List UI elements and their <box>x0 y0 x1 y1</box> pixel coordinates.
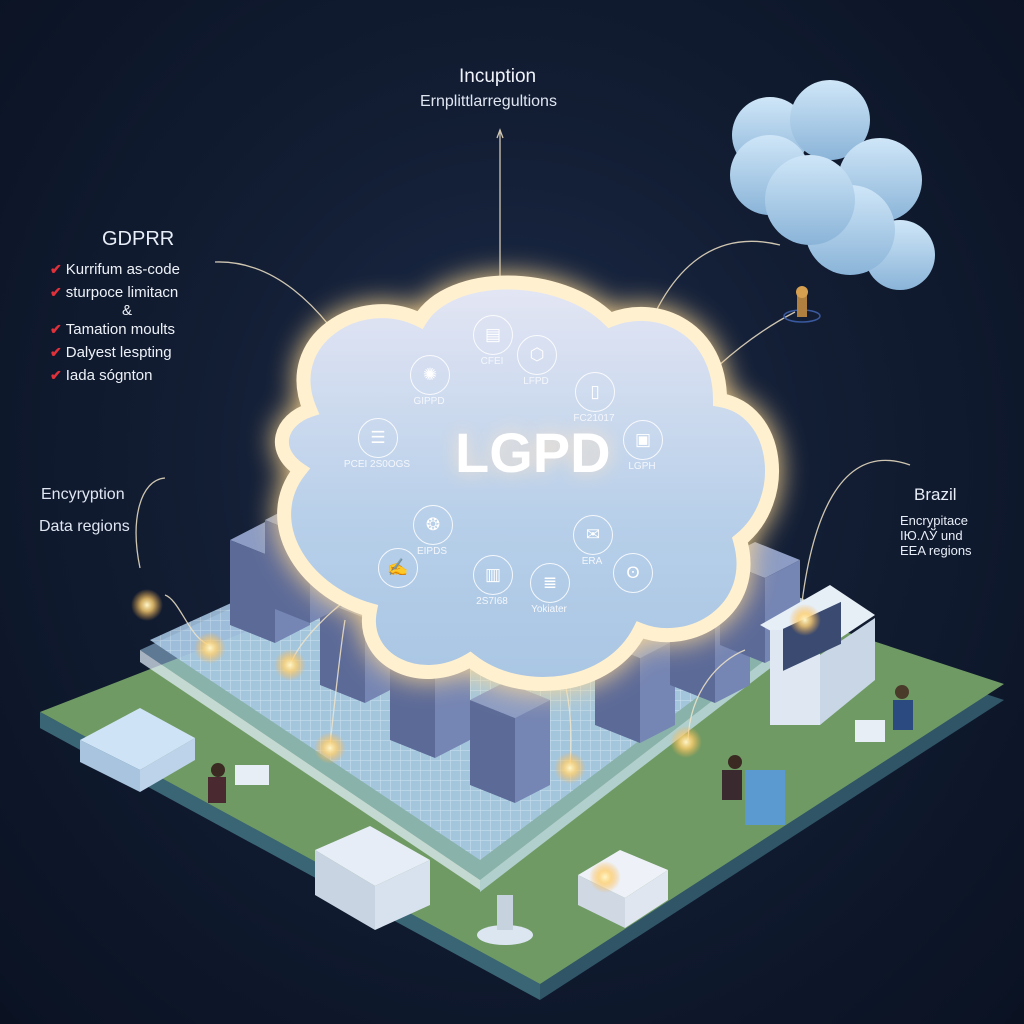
right-panel-title: Brazil <box>914 485 957 504</box>
glow-light <box>589 861 621 893</box>
envelope-icon: ✉ <box>573 515 613 555</box>
glow-light <box>670 726 702 758</box>
image-icon: ▣ <box>623 420 663 460</box>
glow-light <box>554 752 586 784</box>
right-line: IЮ.ΛЎ und <box>900 528 963 543</box>
glow-light <box>789 604 821 636</box>
check-icon: ✔ <box>50 321 62 337</box>
right-panel-lines: Encrypitace IЮ.ΛЎ und EEA regions <box>900 513 972 558</box>
check-icon: ✔ <box>50 261 62 277</box>
glow-lights <box>131 589 821 893</box>
cloud-icon-label: GIPPD <box>413 396 445 407</box>
glow-light <box>194 632 226 664</box>
checklist-label: Iada sógnton <box>65 367 153 384</box>
encryption-label: Encyryption <box>41 486 125 503</box>
sky-cloud <box>730 80 935 290</box>
checklist-item: ✔Kurrifum as-code <box>50 258 180 281</box>
person-at-desk-center <box>722 755 785 825</box>
checklist-label: Tamation moults <box>65 321 175 338</box>
left-panel-title: GDPRR <box>102 228 175 250</box>
checklist-item: ✔Iada sógnton <box>50 364 180 387</box>
top-subtitle: Ernplittlarregultions <box>420 93 557 110</box>
signature-icon: ✍ <box>378 548 418 588</box>
sensor-post <box>477 895 533 945</box>
check-icon: ✔ <box>50 284 62 300</box>
cloud-icon-label: Yokiater <box>531 604 567 615</box>
database-icon: ☰ <box>358 418 398 458</box>
cloud-icon-label: PCEI 2S0OGS <box>343 459 411 470</box>
storage-box <box>80 708 195 792</box>
stack-icon: ▤ <box>473 315 513 355</box>
server-icon: ▥ <box>473 555 513 595</box>
checklist-item: ✔sturpoce limitacn <box>50 281 180 304</box>
cloud-title: LGPD <box>455 421 611 484</box>
check-icon: ✔ <box>50 367 62 383</box>
cube-icon: ⬡ <box>517 335 557 375</box>
server-rack <box>470 682 550 803</box>
workstation-terminal <box>760 585 875 725</box>
glow-light <box>314 732 346 764</box>
cloud-icon-label: CFEI <box>480 356 504 367</box>
checklist-item: ✔Tamation moults <box>50 318 180 341</box>
cloud-icon-label: ERA <box>581 556 603 567</box>
cloud-icon-label: LGPH <box>628 461 656 472</box>
checklist-item: ✔Dalyest lespting <box>50 341 180 364</box>
top-title: Incuption <box>459 66 537 87</box>
left-checklist: ✔Kurrifum as-code ✔sturpoce limitacn & ✔… <box>50 258 180 387</box>
right-line: EEA regions <box>900 543 972 558</box>
fingerprint-icon: ʘ <box>613 553 653 593</box>
checklist-label: Dalyest lespting <box>65 344 172 361</box>
switch-stack <box>315 826 430 930</box>
data-regions-label: Data regions <box>39 518 130 535</box>
ampersand-label: & <box>122 302 133 319</box>
cloud-icon-label: FC21017 <box>573 413 615 424</box>
network-globe-icon: ❂ <box>413 505 453 545</box>
globe-icon: ✺ <box>410 355 450 395</box>
checklist-label: Kurrifum as-code <box>65 261 180 278</box>
check-icon: ✔ <box>50 344 62 360</box>
cloud-icon-label: LFPD <box>523 376 549 387</box>
cloud-icon-label: 2S7I68 <box>476 596 508 607</box>
list-icon: ≣ <box>530 563 570 603</box>
person-at-desk-right <box>855 685 913 742</box>
document-icon: ▯ <box>575 372 615 412</box>
checklist-label: sturpoce limitacn <box>65 284 179 301</box>
glow-light <box>274 649 306 681</box>
glow-light <box>131 589 163 621</box>
right-line: Encrypitace <box>900 513 968 528</box>
cloud-icon-label: EIPDS <box>416 546 447 557</box>
checklist-ampersand: & <box>50 302 180 319</box>
sensor-gadget <box>783 286 821 323</box>
person-at-desk-left <box>208 763 269 803</box>
